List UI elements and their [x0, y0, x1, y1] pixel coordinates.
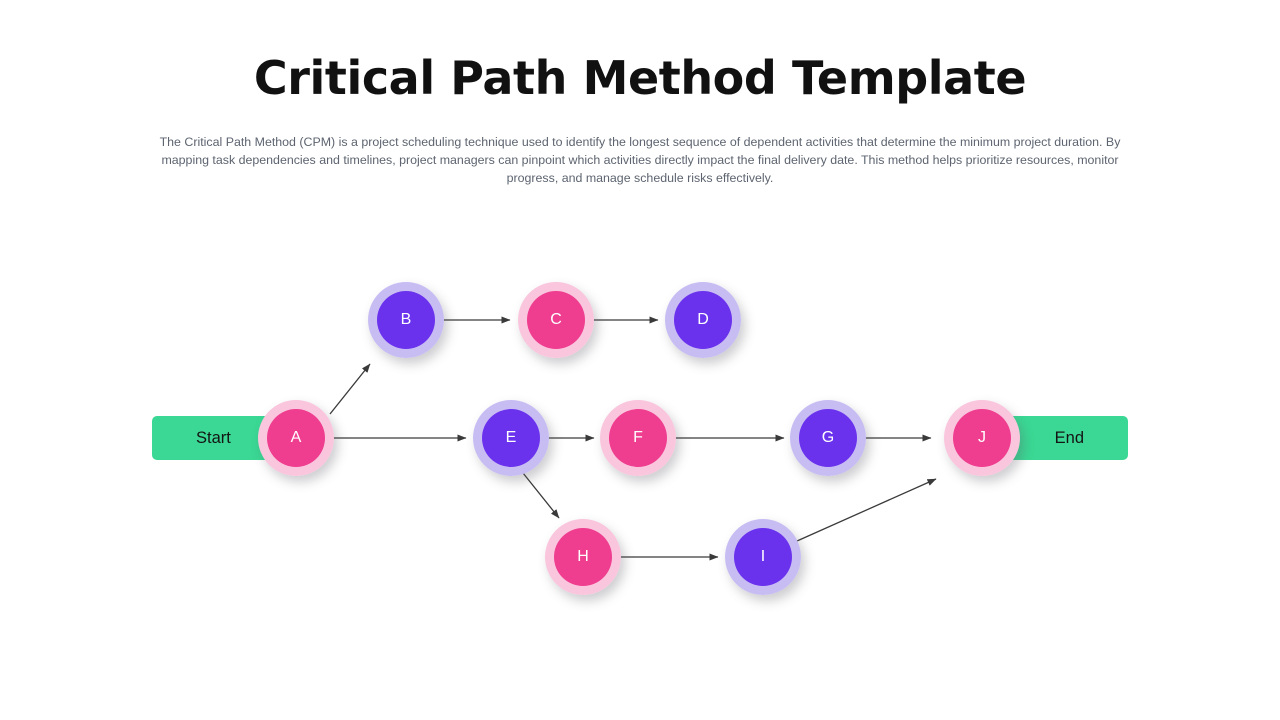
page-title: Critical Path Method Template: [253, 51, 1027, 105]
edge-a-to-b: [329, 363, 371, 415]
node-d-core: D: [674, 291, 732, 349]
node-i-core: I: [734, 528, 792, 586]
node-f-core: F: [609, 409, 667, 467]
node-j-label: J: [978, 429, 986, 446]
node-a[interactable]: A: [258, 400, 334, 476]
node-g-core: G: [799, 409, 857, 467]
node-a-label: A: [290, 429, 302, 446]
node-e[interactable]: E: [473, 400, 549, 476]
edge-i-to-j: [796, 478, 937, 542]
node-i-label: I: [760, 548, 766, 565]
node-d[interactable]: D: [665, 282, 741, 358]
node-i[interactable]: I: [725, 519, 801, 595]
node-h-label: H: [577, 548, 589, 565]
node-h-core: H: [554, 528, 612, 586]
terminal-start-label: Start: [196, 428, 231, 447]
terminal-end-label: End: [1054, 428, 1084, 447]
node-j-core: J: [953, 409, 1011, 467]
node-j[interactable]: J: [944, 400, 1020, 476]
node-e-core: E: [482, 409, 540, 467]
node-g[interactable]: G: [790, 400, 866, 476]
node-b-core: B: [377, 291, 435, 349]
node-e-label: E: [505, 429, 517, 446]
node-a-core: A: [267, 409, 325, 467]
node-c-core: C: [527, 291, 585, 349]
node-f-label: F: [633, 429, 643, 446]
page-description: The Critical Path Method (CPM) is a proj…: [159, 135, 1121, 185]
node-d-label: D: [697, 311, 709, 328]
node-f[interactable]: F: [600, 400, 676, 476]
node-b-label: B: [400, 311, 412, 328]
edge-e-to-h: [522, 472, 560, 519]
node-g-label: G: [821, 429, 835, 446]
node-h[interactable]: H: [545, 519, 621, 595]
node-c-label: C: [550, 311, 562, 328]
node-b[interactable]: B: [368, 282, 444, 358]
node-c[interactable]: C: [518, 282, 594, 358]
